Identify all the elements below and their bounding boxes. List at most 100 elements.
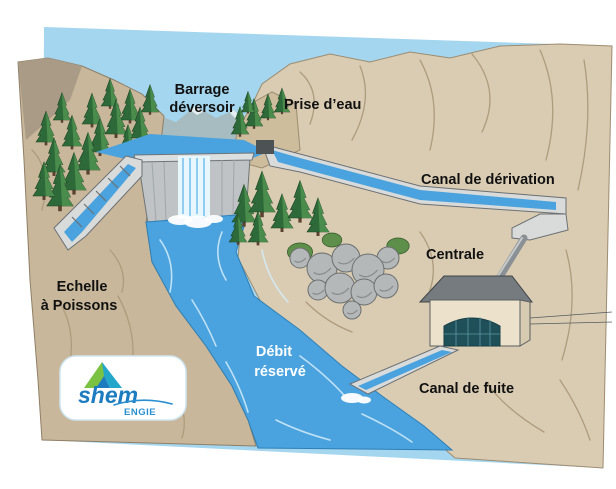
tree-foliage-highlight xyxy=(254,98,263,126)
fish-ladder-water xyxy=(64,164,136,242)
boulder-pile xyxy=(287,232,410,320)
penstock-highlight xyxy=(495,237,523,280)
pine-tree xyxy=(75,131,101,175)
boulder xyxy=(289,247,311,269)
tree-foliage-highlight xyxy=(240,106,249,134)
boulder xyxy=(373,273,399,299)
logo-brand-text: shem xyxy=(78,382,138,408)
pine-tree xyxy=(230,105,250,137)
tree-trunk xyxy=(238,132,242,137)
tree-foliage-highlight xyxy=(60,165,74,206)
tree-foliage-highlight xyxy=(140,107,150,138)
pine-tree xyxy=(248,170,276,218)
boulder-shading xyxy=(346,309,358,315)
tree-trunk xyxy=(242,220,246,227)
spillway-dam xyxy=(96,134,268,225)
right-mountain xyxy=(231,43,613,469)
tree-foliage-highlight xyxy=(46,111,56,142)
penstock xyxy=(494,234,528,284)
pine-tree xyxy=(231,183,257,227)
tree-foliage-highlight xyxy=(282,88,290,112)
label-centrale: Centrale xyxy=(426,247,484,263)
logo-background xyxy=(59,355,187,421)
boulder-shading xyxy=(312,289,325,295)
label-prise-eau: Prise d’eau xyxy=(284,97,361,113)
left-cliff-rock xyxy=(18,58,82,140)
tree-trunk xyxy=(280,226,284,232)
tree-foliage-highlight xyxy=(300,180,313,218)
boulder-shading xyxy=(313,267,332,275)
tree-foliage-highlight xyxy=(150,84,159,112)
label-echelle-line1: Echelle xyxy=(57,279,108,295)
tree-foliage-highlight xyxy=(258,211,268,242)
outlet-splash xyxy=(357,396,371,404)
water-intake-gate xyxy=(256,140,274,154)
tree-trunk xyxy=(98,150,102,156)
pine-tree xyxy=(247,210,269,246)
tree-foliage-highlight xyxy=(238,214,247,242)
pine-tree xyxy=(61,114,83,150)
shem-engie-logo: shem ENGIE xyxy=(59,355,187,421)
logo-group-text: ENGIE xyxy=(124,407,156,418)
pine-tree xyxy=(140,83,160,115)
label-canal-derivation: Canal de dérivation xyxy=(421,172,555,188)
dam-joint xyxy=(232,159,235,218)
tree-foliage-highlight xyxy=(248,91,255,112)
power-station xyxy=(418,275,613,347)
tree-foliage-highlight xyxy=(44,162,55,196)
label-echelle-line2: à Poissons xyxy=(41,298,118,314)
baffle xyxy=(83,203,95,215)
pine-tree xyxy=(42,137,66,176)
tree-trunk xyxy=(90,122,94,128)
tree-foliage-highlight xyxy=(244,184,257,222)
pine-tree xyxy=(35,110,57,146)
water-splashes xyxy=(168,215,371,404)
canal-water xyxy=(272,150,556,210)
tree-foliage-highlight xyxy=(116,100,127,134)
tree-foliage-highlight xyxy=(282,194,293,228)
tree-trunk xyxy=(252,124,256,129)
boulder-shading xyxy=(331,287,350,295)
tree-trunk xyxy=(114,132,118,138)
labels: Barrage déversoir Prise d’eau Canal de d… xyxy=(41,82,555,397)
waterfall-streaks xyxy=(182,158,205,216)
power-station-opening xyxy=(443,317,501,347)
tree-trunk xyxy=(70,144,74,150)
boulder-shading xyxy=(356,291,373,299)
pine-tree xyxy=(100,77,120,109)
baffle xyxy=(119,165,131,177)
distant-snow xyxy=(190,106,240,118)
label-canal-fuite: Canal de fuite xyxy=(419,381,514,397)
shrub xyxy=(321,232,343,248)
fish-ladder-baffles xyxy=(71,165,131,228)
tree-trunk xyxy=(298,216,302,223)
pine-tree xyxy=(270,193,294,232)
label-barrage-line1: Barrage xyxy=(175,82,230,98)
tree-trunk xyxy=(128,118,132,124)
boulder xyxy=(342,300,362,320)
baffle xyxy=(107,177,119,189)
logo-mark-teal xyxy=(102,362,122,388)
forest-front xyxy=(228,170,330,246)
pine-tree xyxy=(104,99,128,138)
boulder-shading xyxy=(337,257,355,265)
tree-foliage-highlight xyxy=(100,118,111,152)
pine-tree xyxy=(228,213,248,245)
logo-mark-blue xyxy=(96,376,110,388)
pine-tree xyxy=(240,90,256,114)
tailrace-water xyxy=(358,350,452,390)
tree-foliage-highlight xyxy=(92,93,102,124)
tree-foliage-highlight xyxy=(74,152,87,190)
tree-trunk xyxy=(236,240,240,245)
pine-tree xyxy=(287,179,313,223)
pine-tree xyxy=(306,197,330,236)
tree-trunk xyxy=(108,104,112,109)
pine-tree xyxy=(61,151,87,195)
label-barrage-line2: déversoir xyxy=(169,100,235,116)
opening-grid xyxy=(444,317,500,346)
baffle xyxy=(71,216,83,228)
forebay-basin xyxy=(511,213,569,241)
dam-splash xyxy=(205,215,223,223)
boulder-shading xyxy=(381,257,396,264)
label-debit-line2: réservé xyxy=(254,364,306,380)
